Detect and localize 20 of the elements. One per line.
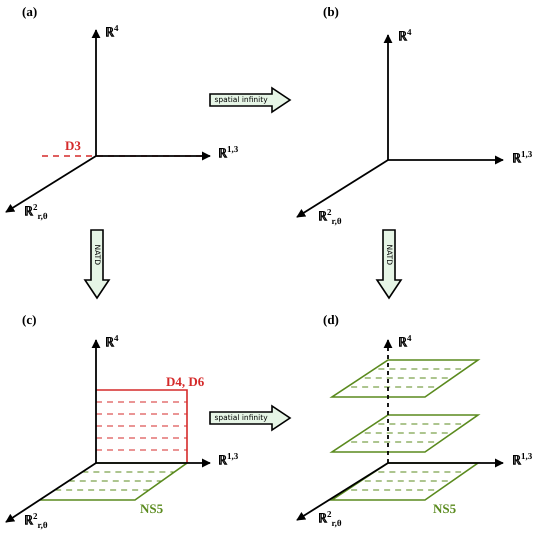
axis-label: ℝ$^{4}$ — [105, 24, 118, 38]
axis-label: ℝ$^{1,3}$ — [218, 452, 238, 466]
brane-label: NS5 — [433, 502, 456, 515]
block-arrow — [84, 229, 110, 300]
brane-label: NS5 — [140, 502, 164, 515]
block-arrow — [376, 229, 402, 300]
axis-label: ℝ$^{4}$ — [398, 334, 412, 348]
brane-label: D3 — [65, 139, 81, 152]
axis-label: ℝ$^{1,3}$ — [512, 150, 532, 164]
panel-label: (a) — [22, 4, 38, 20]
axis-label: ℝ$^{4}$ — [398, 28, 412, 42]
panel-label: (b) — [323, 4, 339, 20]
panel-label: (d) — [323, 312, 339, 328]
block-arrow — [209, 404, 292, 432]
brane-label: D4, D6 — [166, 375, 204, 388]
axis-label: ℝ$^{4}$ — [105, 334, 118, 348]
block-arrow — [209, 86, 292, 114]
axis-label: ℝ$^{1,3}$ — [512, 452, 532, 466]
panel-label: (c) — [22, 312, 36, 328]
axis-label: ℝ$^{1,3}$ — [218, 145, 238, 160]
